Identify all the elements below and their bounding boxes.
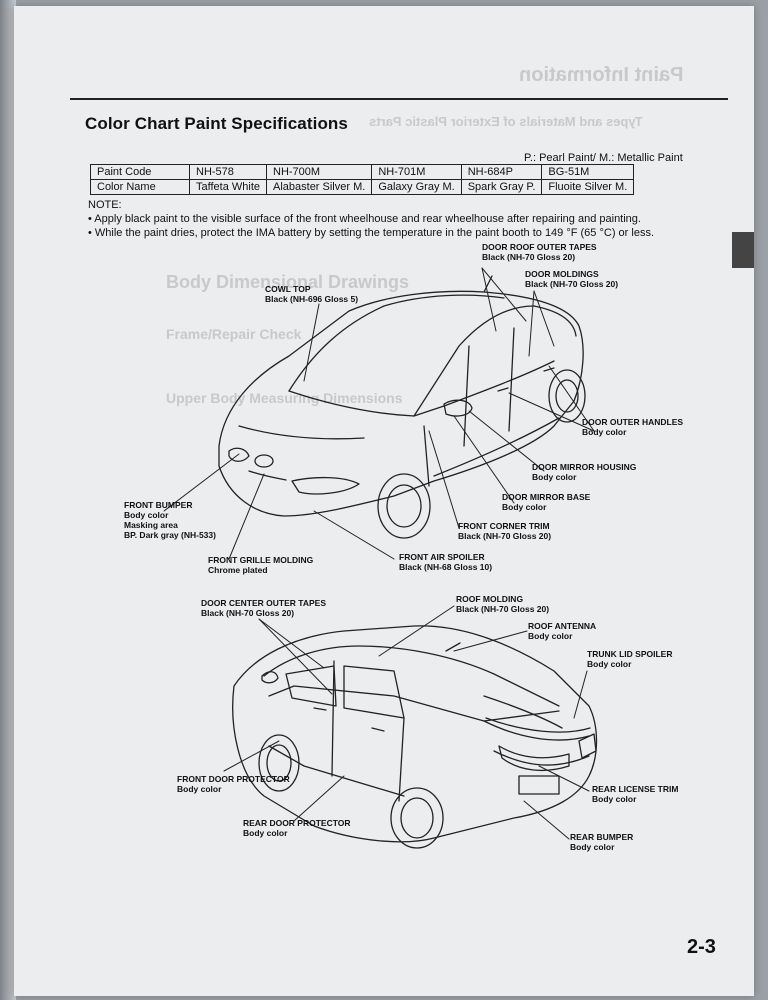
callout-name: DOOR CENTER OUTER TAPES [201,598,326,608]
front-leader-lines [163,267,595,560]
callout-rear-license-trim: REAR LICENSE TRIM Body color [592,784,678,804]
callout-name: FRONT CORNER TRIM [458,521,550,531]
callout-spec: Body color [502,502,547,512]
show-through-upper: Upper Body Measuring Dimensions [166,390,403,406]
callout-spec: Black (NH-696 Gloss 5) [265,294,359,304]
callout-spec: Chrome plated [208,565,268,575]
color-name: Alabaster Silver M. [265,179,373,195]
callout-roof-antenna: ROOF ANTENNA Body color [528,621,596,641]
callout-door-roof-outer-tapes: DOOR ROOF OUTER TAPES Black (NH-70 Gloss… [482,242,597,262]
callout-extra: BP. Dark gray (NH-533) [124,530,216,540]
callout-rear-door-protector: REAR DOOR PROTECTOR Body color [243,818,351,838]
car-diagrams [163,267,598,849]
callout-front-grille-molding: FRONT GRILLE MOLDING Chrome plated [208,555,313,575]
callout-trunk-lid-spoiler: TRUNK LID SPOILER Body color [587,649,672,669]
callout-spec: Body color [177,784,222,794]
section-tab-marker [732,232,754,268]
note-block: NOTE: • Apply black paint to the visible… [88,198,654,240]
manual-page: Paint Information Types and Materials of… [14,6,754,996]
callout-name: REAR DOOR PROTECTOR [243,818,351,828]
callout-name: ROOF MOLDING [456,594,524,604]
callout-name: ROOF ANTENNA [528,621,597,631]
paint-code: BG-51M [541,164,635,180]
color-name: Taffeta White [189,179,267,195]
table-row-codes: Paint Code NH-578 NH-700M NH-701M NH-684… [90,164,635,180]
header-rule [70,98,728,100]
callout-door-moldings: DOOR MOLDINGS Black (NH-70 Gloss 20) [525,269,618,289]
show-through-frame: Frame/Repair Check [166,326,302,342]
callout-spec: Body color [532,472,577,482]
callout-spec: Body color [243,828,288,838]
callout-front-corner-trim: FRONT CORNER TRIM Black (NH-70 Gloss 20) [458,521,551,541]
callout-door-outer-handles: DOOR OUTER HANDLES Body color [582,417,683,437]
callout-spec: Black (NH-70 Gloss 20) [458,531,552,541]
callout-name: REAR LICENSE TRIM [592,784,679,794]
paint-legend: P.: Pearl Paint/ M.: Metallic Paint [524,152,683,164]
callout-name: DOOR ROOF OUTER TAPES [482,242,597,252]
callout-spec: Black (NH-70 Gloss 20) [201,608,295,618]
callout-name: FRONT BUMPER [124,500,193,510]
show-through-section: Body Dimensional Drawings [166,272,410,292]
callout-name: FRONT GRILLE MOLDING [208,555,314,565]
table-row-names: Color Name Taffeta White Alabaster Silve… [90,179,635,195]
page-number: 2-3 [687,936,716,958]
callout-roof-molding: ROOF MOLDING Black (NH-70 Gloss 20) [456,594,549,614]
callout-cowl-top: COWL TOP Black (NH-696 Gloss 5) [265,284,358,304]
callout-spec: Black (NH-70 Gloss 20) [456,604,550,614]
callout-spec: Black (NH-70 Gloss 20) [482,252,576,262]
paint-code: NH-684P [460,164,543,180]
callout-door-mirror-base: DOOR MIRROR BASE Body color [502,492,590,512]
callout-name: REAR BUMPER [570,832,634,842]
note-item: • While the paint dries, protect the IMA… [88,227,654,239]
callout-name: DOOR MIRROR HOUSING [532,462,637,472]
callout-spec: Body color [570,842,615,852]
callout-door-center-outer-tapes: DOOR CENTER OUTER TAPES Black (NH-70 Glo… [201,598,326,618]
callout-spec: Black (NH-68 Gloss 10) [399,562,493,572]
row-label-name: Color Name [90,179,190,195]
color-name: Fluoite Silver M. [541,179,635,195]
callout-spec: Black (NH-70 Gloss 20) [525,279,619,289]
callout-name: DOOR MOLDINGS [525,269,599,279]
front-car-illustration [218,275,586,539]
callout-spec: Body color [528,631,573,641]
paint-spec-table: Paint Code NH-578 NH-700M NH-701M NH-684… [90,164,635,195]
binding-spine [0,0,16,1000]
callout-spec: Body color [124,510,169,520]
callout-name: FRONT DOOR PROTECTOR [177,774,290,784]
color-name: Galaxy Gray M. [371,179,462,195]
callout-name: DOOR OUTER HANDLES [582,417,684,427]
callout-spec: Body color [582,427,627,437]
callout-name: FRONT AIR SPOILER [399,552,485,562]
note-item: • Apply black paint to the visible surfa… [88,213,641,225]
color-name: Spark Gray P. [460,179,543,195]
page-title: Color Chart Paint Specifications [85,114,348,133]
callout-extra: Masking area [124,520,178,530]
rear-car-illustration [232,625,598,849]
callout-name: COWL TOP [265,284,311,294]
rear-leader-lines [223,605,590,840]
callout-spec: Body color [592,794,637,804]
callout-front-bumper: FRONT BUMPER Body color Masking area BP.… [124,500,216,540]
callout-door-mirror-housing: DOOR MIRROR HOUSING Body color [532,462,636,482]
callout-front-air-spoiler: FRONT AIR SPOILER Black (NH-68 Gloss 10) [399,552,492,572]
note-title: NOTE: [88,199,122,211]
callout-name: DOOR MIRROR BASE [502,492,591,502]
callout-rear-bumper: REAR BUMPER Body color [570,832,633,852]
callout-name: TRUNK LID SPOILER [587,649,673,659]
callout-spec: Body color [587,659,632,669]
callout-front-door-protector: FRONT DOOR PROTECTOR Body color [177,774,290,794]
